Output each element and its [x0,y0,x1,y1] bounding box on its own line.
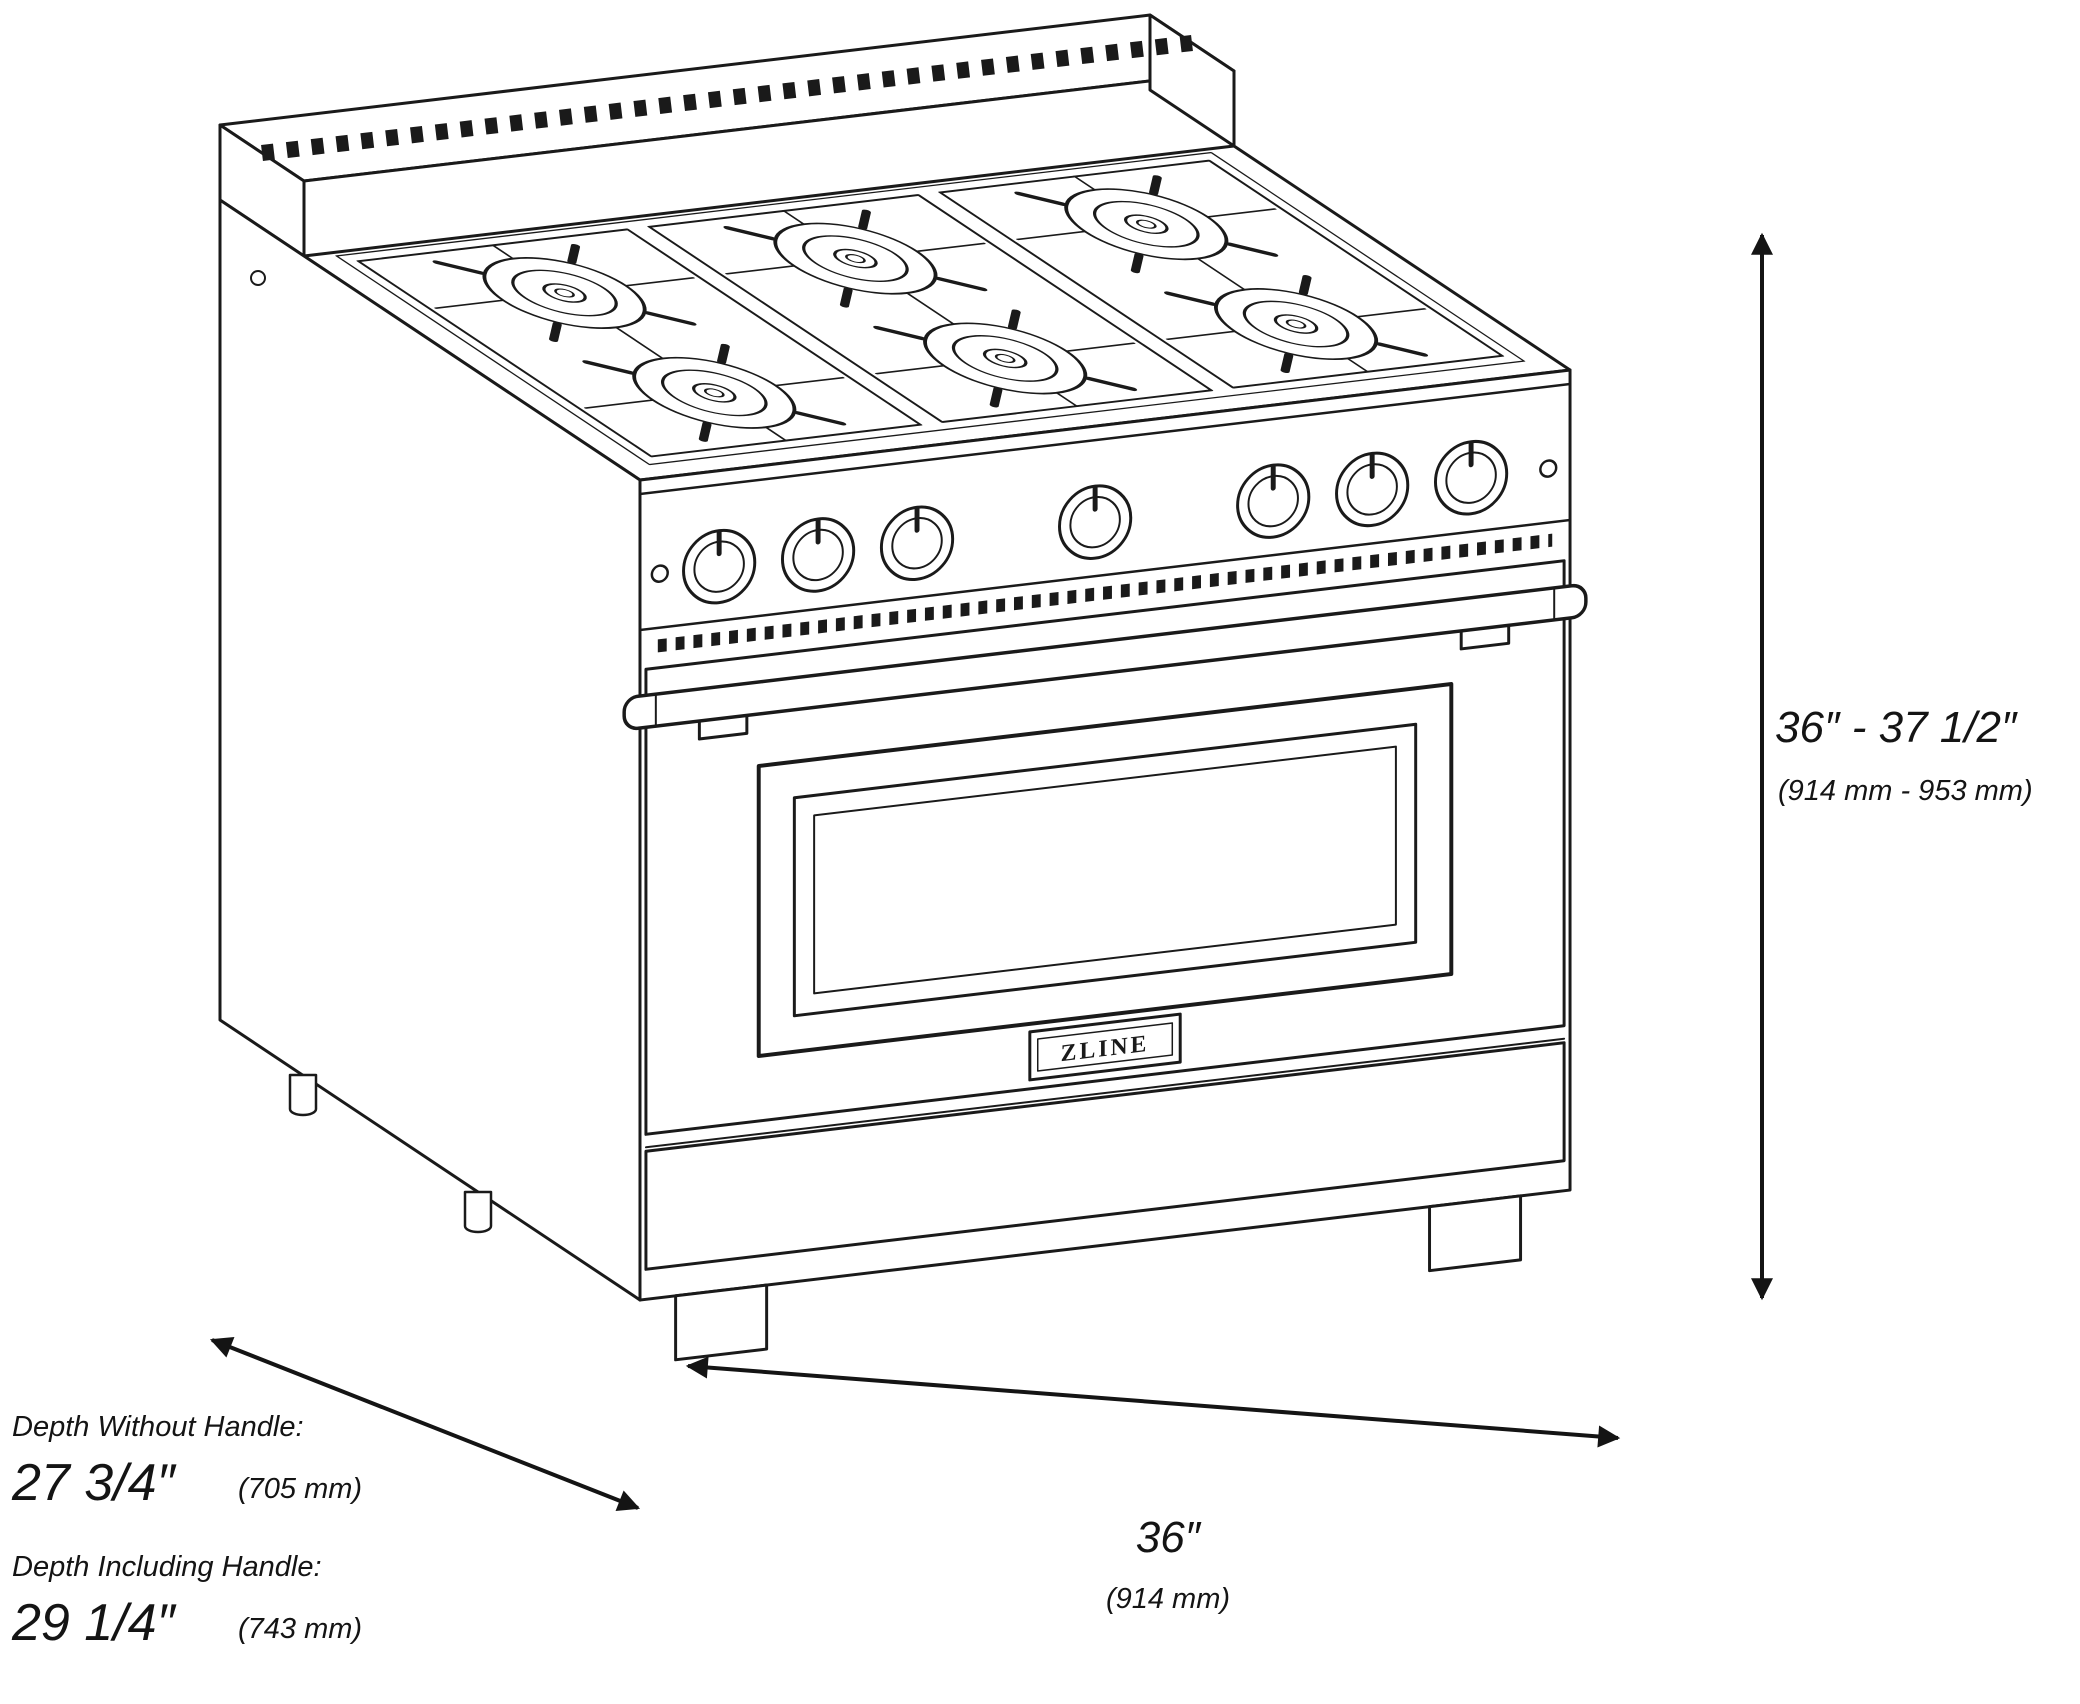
back-vent-rail [218,13,1236,258]
depth-including-handle-caption: Depth Including Handle: [12,1551,322,1583]
zline-badge: ZLINE [1028,1012,1182,1082]
door-window [756,682,1454,1058]
vent-slots [261,35,1193,161]
depth-including-handle-value: 29 1/4″ [11,1594,177,1652]
height-dimension-label: 36″ - 37 1/2″ [1775,703,2018,752]
oven-vent-slots [657,533,1553,653]
front-foot-left [674,1283,769,1362]
indicator-light-right [1539,459,1558,478]
oven-door: ZLINE [622,559,1588,1136]
range-isometric-drawing: ZLINE [218,13,1588,1362]
door-gap-line [644,1037,1566,1149]
depth-dimension-arrow [209,1337,641,1511]
door-outline [644,559,1566,1136]
leveling-leg [288,1073,318,1117]
front-panel: ZLINE [622,368,1588,1362]
depth-including-handle-metric: (743 mm) [238,1613,362,1645]
cooktop-inner-edge [335,151,1526,466]
cooktop-grates [335,151,1526,466]
dimension-annotations: 36″ - 37 1/2″ (914 mm - 953 mm) 36″ (914… [11,232,2033,1652]
front-foot-right [1428,1194,1523,1273]
handle-bar [622,583,1588,731]
panel-bottom-line [638,518,1572,632]
control-knob-row [650,432,1558,611]
width-dimension-label: 36″ [1136,1513,1202,1562]
indicator-light-left [650,564,669,583]
depth-without-handle-metric: (705 mm) [238,1473,362,1505]
rail-right-end [1148,13,1236,148]
side-screw [250,270,266,286]
leveling-leg [463,1190,493,1234]
depth-without-handle-value: 27 3/4″ [11,1454,177,1512]
cooktop-lip-line [638,382,1572,496]
lower-drawer-panel [644,1041,1566,1271]
depth-without-handle-caption: Depth Without Handle: [12,1411,304,1443]
width-dimension-arrow [685,1356,1621,1448]
height-dimension-metric: (914 mm - 953 mm) [1778,775,2033,807]
door-handle [622,583,1588,741]
width-dimension-metric: (914 mm) [1106,1583,1230,1615]
